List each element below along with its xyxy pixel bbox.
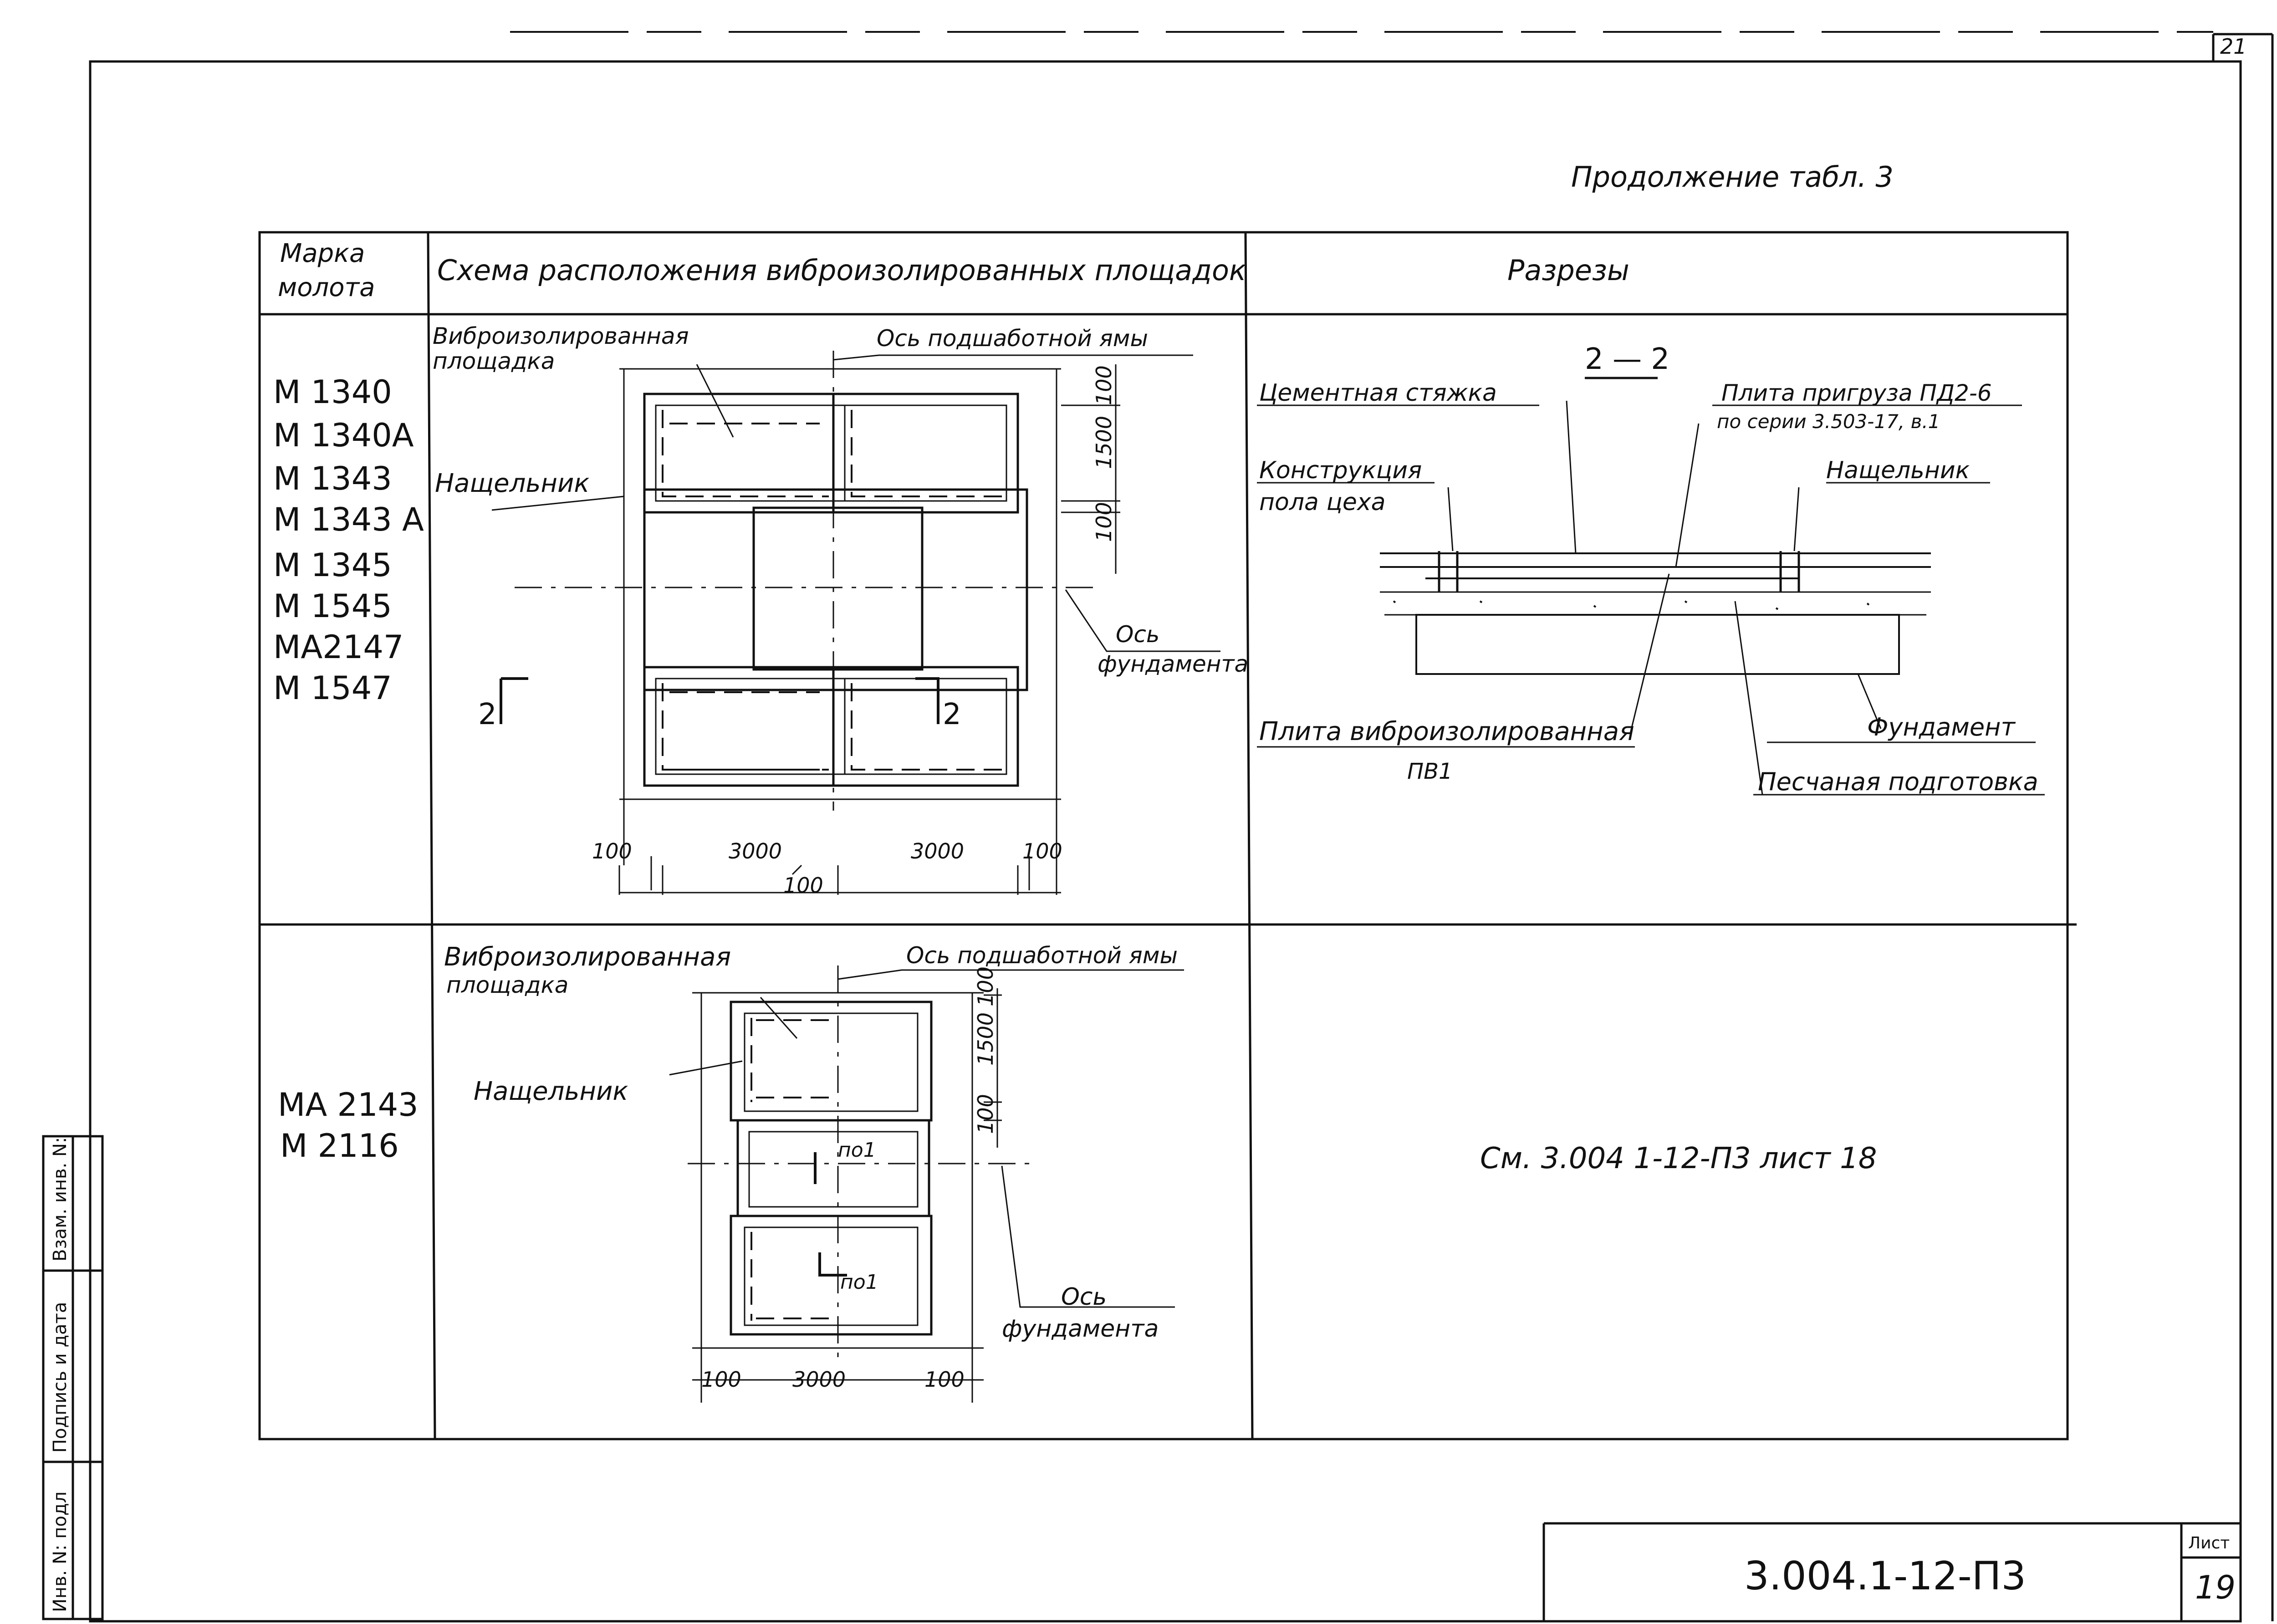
sheet-frame — [89, 31, 2274, 1623]
svg-text:100: 100 — [783, 873, 823, 898]
svg-text:M 1345: M 1345 — [273, 546, 392, 584]
row1-plan-dimensions: 100 1500 100 100 3000 3000 100 100 — [592, 365, 1116, 898]
header-hammer-mark: Марка — [280, 239, 365, 268]
sheet-label: Лист — [2188, 1534, 2230, 1553]
row1-plan-drawing — [491, 351, 1220, 895]
row2-pit-axis-label: Ось подшаботной ямы — [906, 942, 1178, 969]
section-sand-label: Песчаная подготовка — [1758, 767, 2038, 796]
side-stamp-replacement: Взам. инв. N: — [50, 1137, 71, 1261]
document-designation: 3.004.1-12-П3 — [1744, 1553, 2026, 1599]
svg-text:M 1547: M 1547 — [273, 669, 392, 707]
svg-text:100: 100 — [1022, 839, 1062, 863]
side-stamp — [42, 1135, 104, 1620]
row2-section-reference: См. 3.004 1-12-П3 лист 18 — [1480, 1142, 1877, 1175]
row1-platform-label-2: площадка — [433, 348, 555, 374]
svg-text:100: 100 — [1092, 502, 1116, 542]
section-slab-label: Плита пригруза ПД2-6 — [1721, 380, 1992, 406]
section-isolated-slab-mark: ПВ1 — [1407, 759, 1453, 784]
row2-platform-label-2: площадка — [446, 972, 568, 998]
section-title: 2 — 2 — [1585, 342, 1669, 376]
section-floor-label: Конструкция — [1259, 457, 1422, 484]
svg-text:M 1545: M 1545 — [273, 587, 392, 625]
side-stamp-signature: Подпись и дата — [50, 1302, 71, 1453]
row2-foundation-axis-label: Ось — [1061, 1283, 1107, 1311]
section-isolated-slab-label: Плита виброизолированная — [1259, 717, 1634, 746]
svg-text:100: 100 — [1092, 365, 1116, 405]
row1-hammer-list: M 1340 M 1340A M 1343 M 1343 A M 1345 M … — [273, 373, 424, 707]
row2-hammer-list: MA 2143 M 2116 — [278, 1086, 419, 1164]
svg-text:1500: 1500 — [973, 1012, 998, 1066]
section-slab-series: по серии 3.503-17, в.1 — [1717, 410, 1940, 433]
section-nashchelnik-label: Нащельник — [1826, 457, 1970, 484]
section-floor-label-2: пола цеха — [1259, 489, 1385, 516]
table-grid — [258, 231, 2077, 1440]
svg-text:M 1343 A: M 1343 A — [273, 501, 424, 538]
header-hammer-mark-2: молота — [278, 273, 375, 302]
section-foundation-label: Фундамент — [1867, 713, 2016, 741]
row1-section-mark-left: 2 — [478, 698, 497, 731]
row1-foundation-axis-label-2: фундамента — [1098, 651, 1248, 677]
svg-text:M 2116: M 2116 — [280, 1127, 399, 1164]
corner-page-number: 21 — [2220, 34, 2247, 59]
row2-nashchelnik-label: Нащельник — [474, 1077, 628, 1106]
svg-text:100: 100 — [973, 966, 998, 1006]
row1-foundation-axis-label: Ось — [1116, 621, 1159, 648]
svg-text:100: 100 — [701, 1367, 741, 1392]
section-screed-label: Цементная стяжка — [1259, 379, 1497, 407]
svg-text:M 1343: M 1343 — [273, 460, 392, 497]
row1-section-mark-right: 2 — [943, 698, 961, 731]
svg-text:100: 100 — [973, 1094, 998, 1134]
row2-foundation-axis-label-2: фундамента — [1002, 1315, 1159, 1343]
svg-text:3000: 3000 — [729, 839, 782, 863]
row2-plan-dimensions: 100 1500 100 100 3000 100 — [701, 966, 998, 1392]
svg-text:100: 100 — [592, 839, 632, 863]
header-sections: Разрезы — [1507, 254, 1629, 287]
svg-text:3000: 3000 — [792, 1367, 846, 1392]
row2-po1-mark-bottom: по1 — [840, 1271, 878, 1294]
svg-text:MA 2143: MA 2143 — [278, 1086, 419, 1124]
row1-pit-axis-label: Ось подшаботной ямы — [877, 325, 1148, 352]
row1-platform-label: Виброизолированная — [433, 323, 689, 349]
row1-section-drawing — [1257, 377, 2045, 796]
row2-platform-label: Виброизолированная — [444, 942, 731, 972]
row1-nashchelnik-label: Нащельник — [435, 469, 589, 498]
side-stamp-inventory: Инв. N: подл — [50, 1491, 71, 1612]
svg-text:1500: 1500 — [1092, 416, 1116, 469]
continuation-label: Продолжение табл. 3 — [1571, 160, 1894, 194]
title-block — [1542, 1522, 2241, 1621]
sheet-number: 19 — [2195, 1569, 2236, 1606]
row2-po1-mark-top: по1 — [838, 1139, 876, 1162]
svg-text:MA2147: MA2147 — [273, 628, 403, 666]
svg-text:M 1340: M 1340 — [273, 373, 392, 411]
header-scheme: Схема расположения виброизолированных пл… — [437, 254, 1246, 287]
svg-text:3000: 3000 — [911, 839, 964, 863]
svg-text:100: 100 — [924, 1367, 965, 1392]
svg-text:M 1340A: M 1340A — [273, 417, 414, 454]
row2-plan-drawing — [669, 965, 1184, 1403]
